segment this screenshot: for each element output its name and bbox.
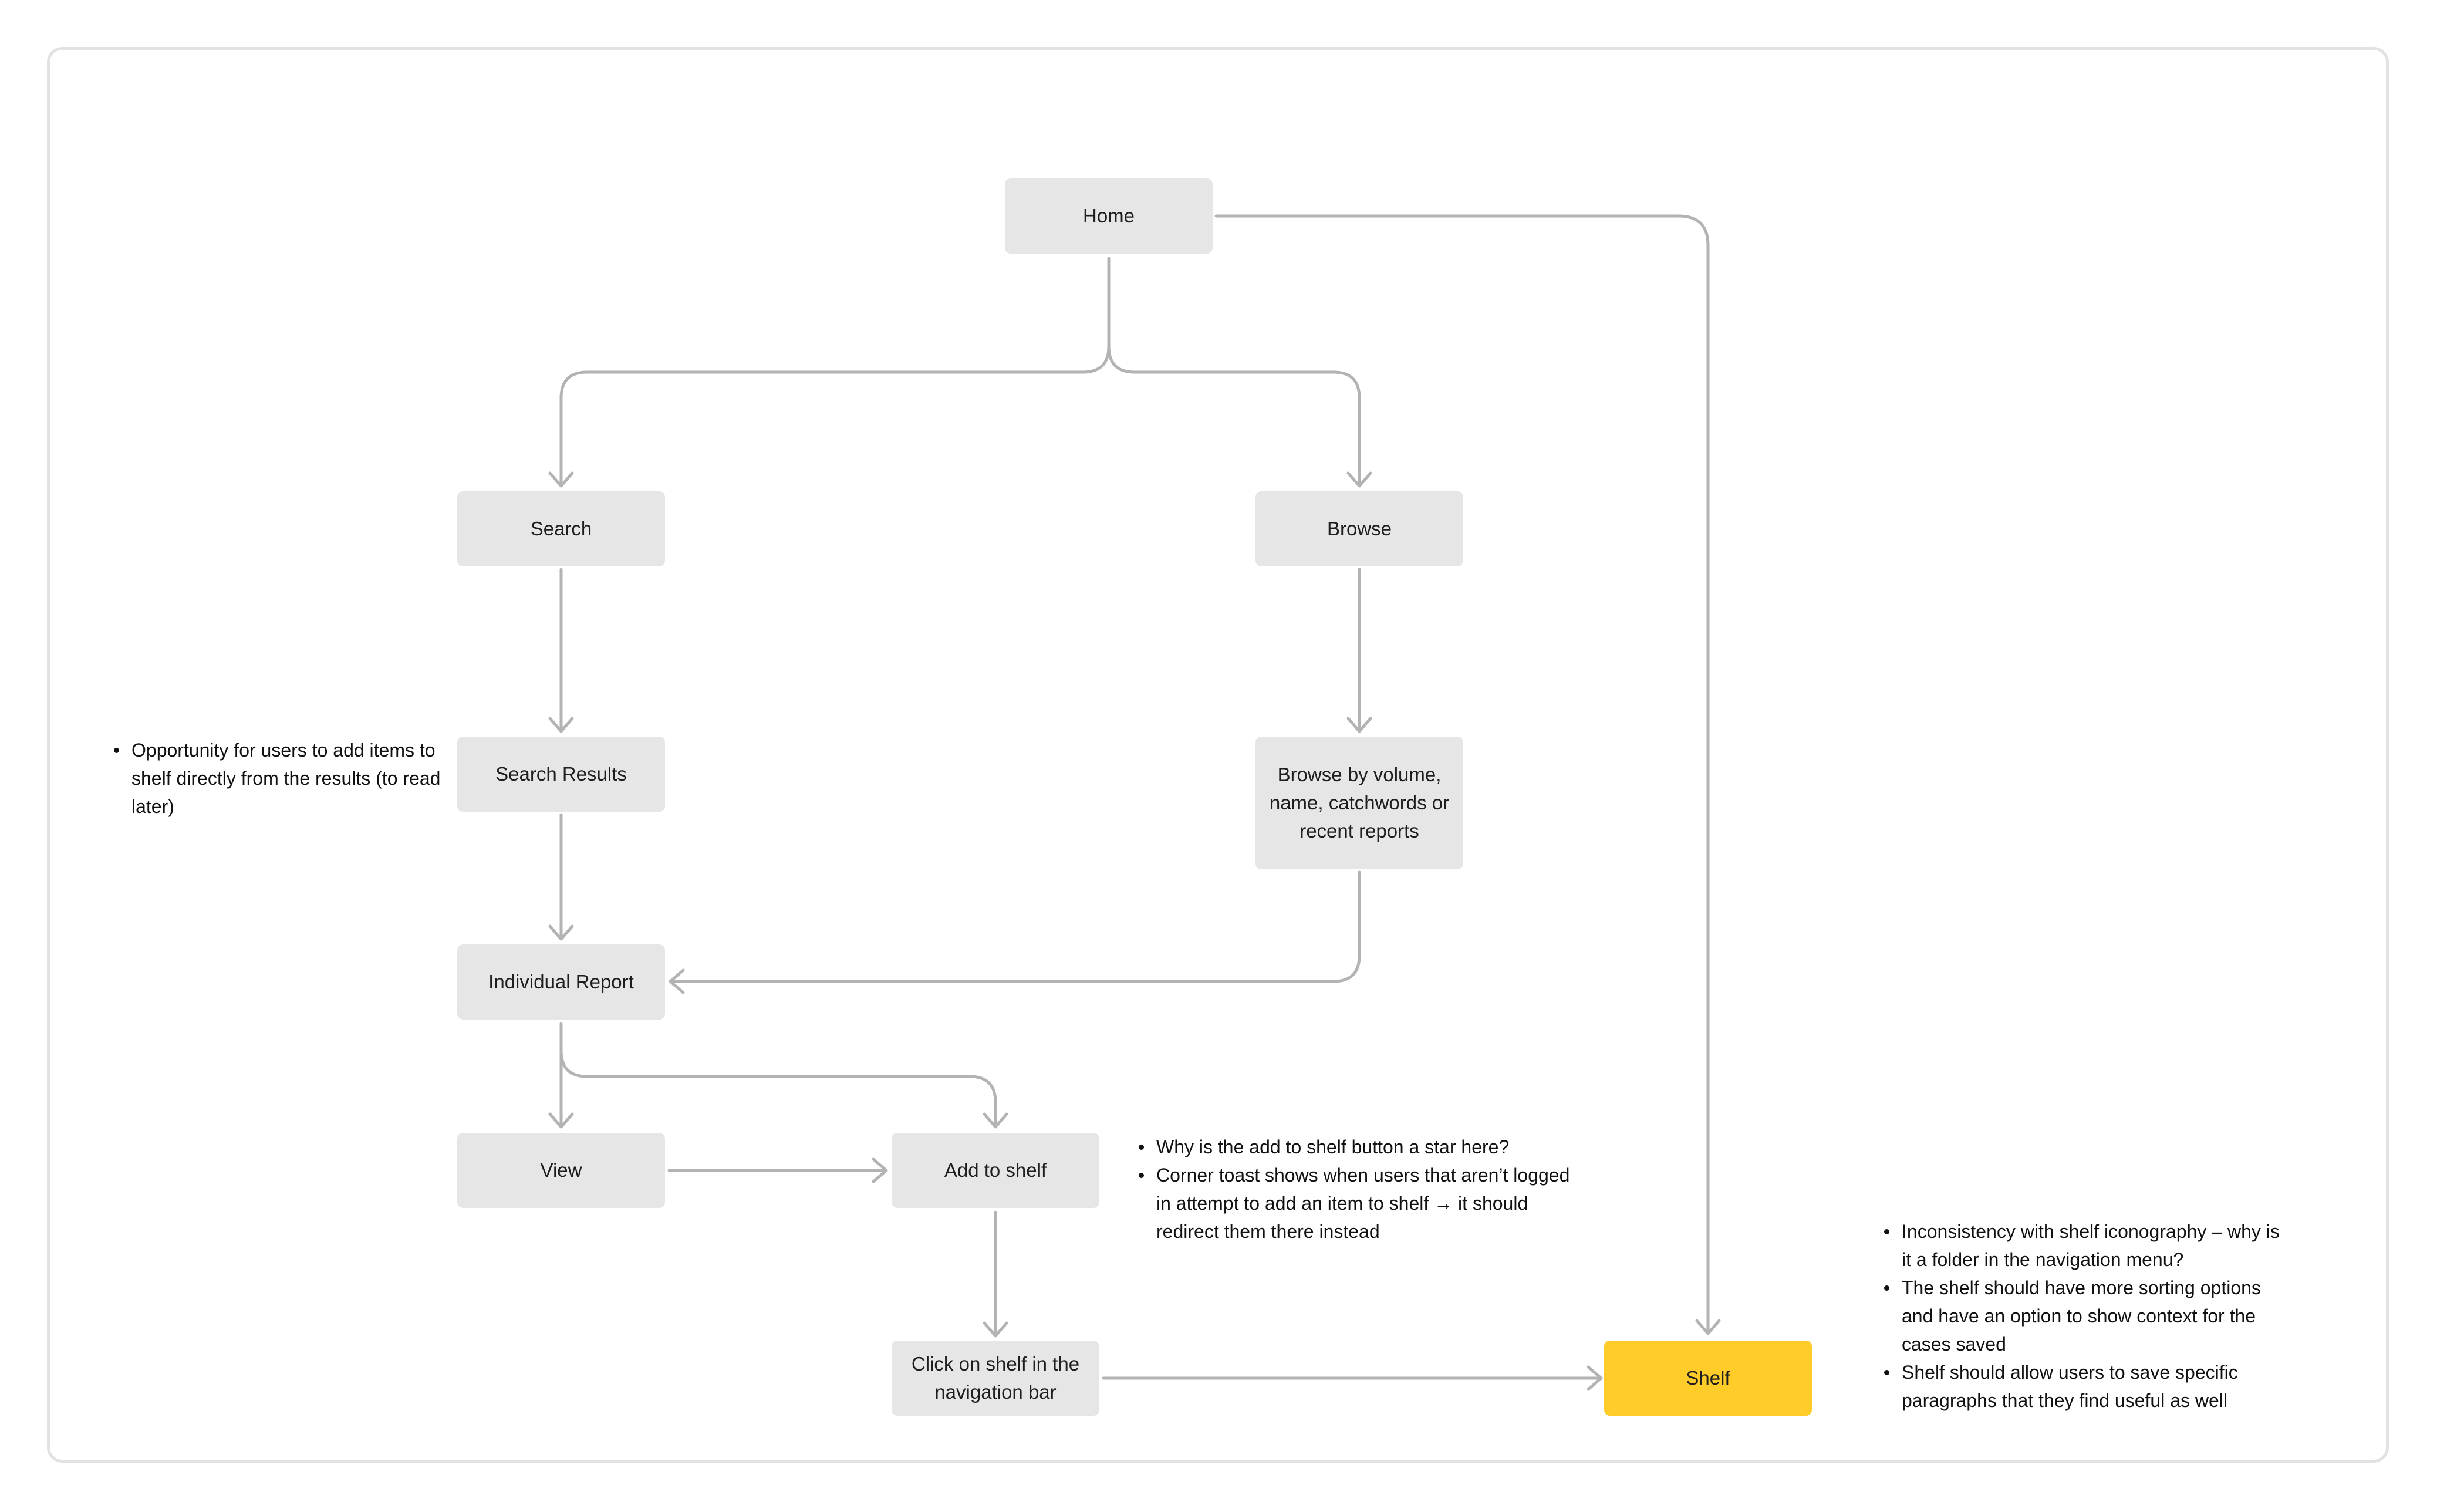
node-click-shelf[interactable]: Click on shelf in the navigation bar xyxy=(892,1341,1099,1416)
note-item: Inconsistency with shelf iconography – w… xyxy=(1883,1217,2294,1274)
node-shelf[interactable]: Shelf xyxy=(1604,1341,1812,1416)
node-browse[interactable]: Browse xyxy=(1255,491,1463,566)
note-shelf: Inconsistency with shelf iconography – w… xyxy=(1883,1217,2294,1415)
note-item: Shelf should allow users to save specifi… xyxy=(1883,1358,2294,1415)
node-view[interactable]: View xyxy=(457,1133,665,1208)
note-add-to-shelf: Why is the add to shelf button a star he… xyxy=(1138,1133,1572,1246)
node-browse-by[interactable]: Browse by volume, name, catchwords or re… xyxy=(1255,737,1463,869)
note-item: The shelf should have more sorting optio… xyxy=(1883,1274,2294,1358)
edge-report-addshelf xyxy=(559,1049,1008,1129)
edge-home-browse xyxy=(1107,345,1372,488)
note-item: Corner toast shows when users that aren’… xyxy=(1138,1161,1572,1246)
edge-home-shelf xyxy=(1214,214,1721,1335)
edge-home-search xyxy=(548,256,1111,488)
note-item: Why is the add to shelf button a star he… xyxy=(1138,1133,1572,1161)
node-individual-report[interactable]: Individual Report xyxy=(457,944,665,1020)
node-home[interactable]: Home xyxy=(1005,178,1213,254)
node-add-to-shelf[interactable]: Add to shelf xyxy=(892,1133,1099,1208)
canvas-frame xyxy=(47,47,2389,1463)
edge-browseby-report xyxy=(669,870,1361,994)
note-search-results: Opportunity for users to add items to sh… xyxy=(113,736,447,821)
node-search[interactable]: Search xyxy=(457,491,665,566)
node-search-results[interactable]: Search Results xyxy=(457,737,665,812)
note-item: Opportunity for users to add items to sh… xyxy=(113,736,447,821)
